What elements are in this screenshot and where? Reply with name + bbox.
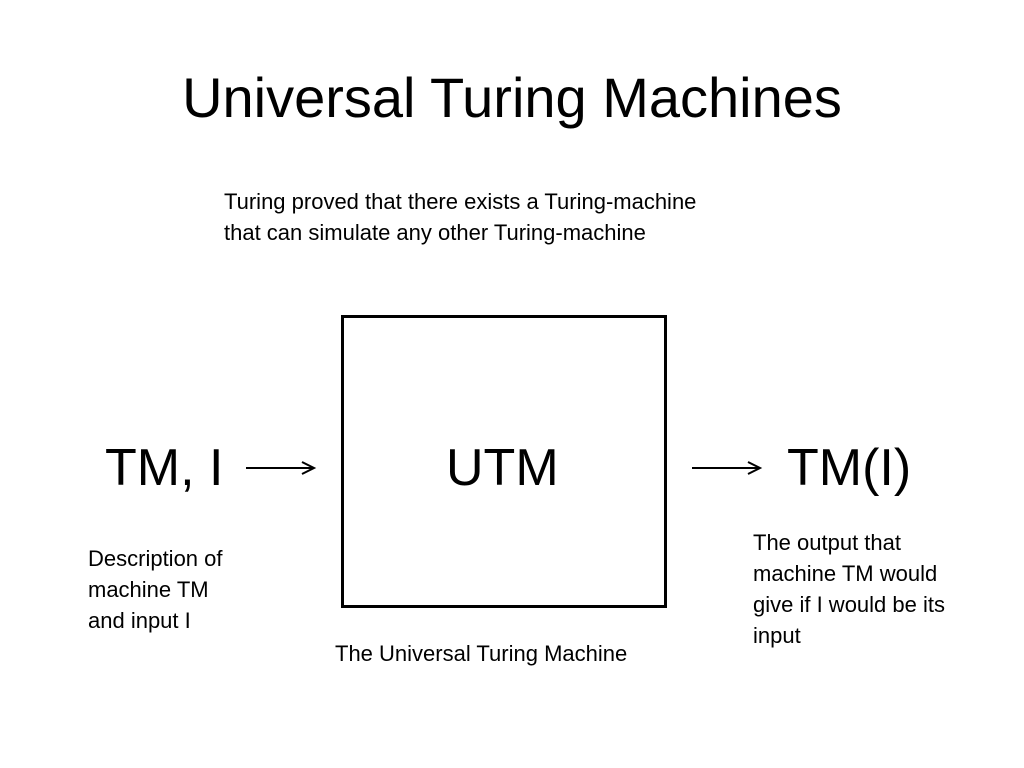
output-description: The output that machine TM would give if… xyxy=(753,527,945,651)
slide-title: Universal Turing Machines xyxy=(182,66,842,129)
utm-box xyxy=(341,315,667,608)
intro-line: Turing proved that there exists a Turing… xyxy=(224,189,697,214)
output-arrow-icon xyxy=(692,461,763,475)
input-description: Description of machine TM and input I xyxy=(88,543,223,636)
input-description-line: machine TM xyxy=(88,577,209,602)
input-description-line: and input I xyxy=(88,608,191,633)
input-description-line: Description of xyxy=(88,546,223,571)
output-description-line: give if I would be its xyxy=(753,592,945,617)
output-description-line: The output that xyxy=(753,530,901,555)
input-label: TM, I xyxy=(105,439,224,497)
output-description-line: machine TM would xyxy=(753,561,938,586)
intro-text: Turing proved that there exists a Turing… xyxy=(224,186,696,248)
output-label: TM(I) xyxy=(787,439,912,497)
input-arrow-icon xyxy=(246,461,317,475)
output-description-line: input xyxy=(753,623,801,648)
box-caption: The Universal Turing Machine xyxy=(335,641,628,666)
intro-line: that can simulate any other Turing-machi… xyxy=(224,220,646,245)
utm-label: UTM xyxy=(446,439,559,497)
